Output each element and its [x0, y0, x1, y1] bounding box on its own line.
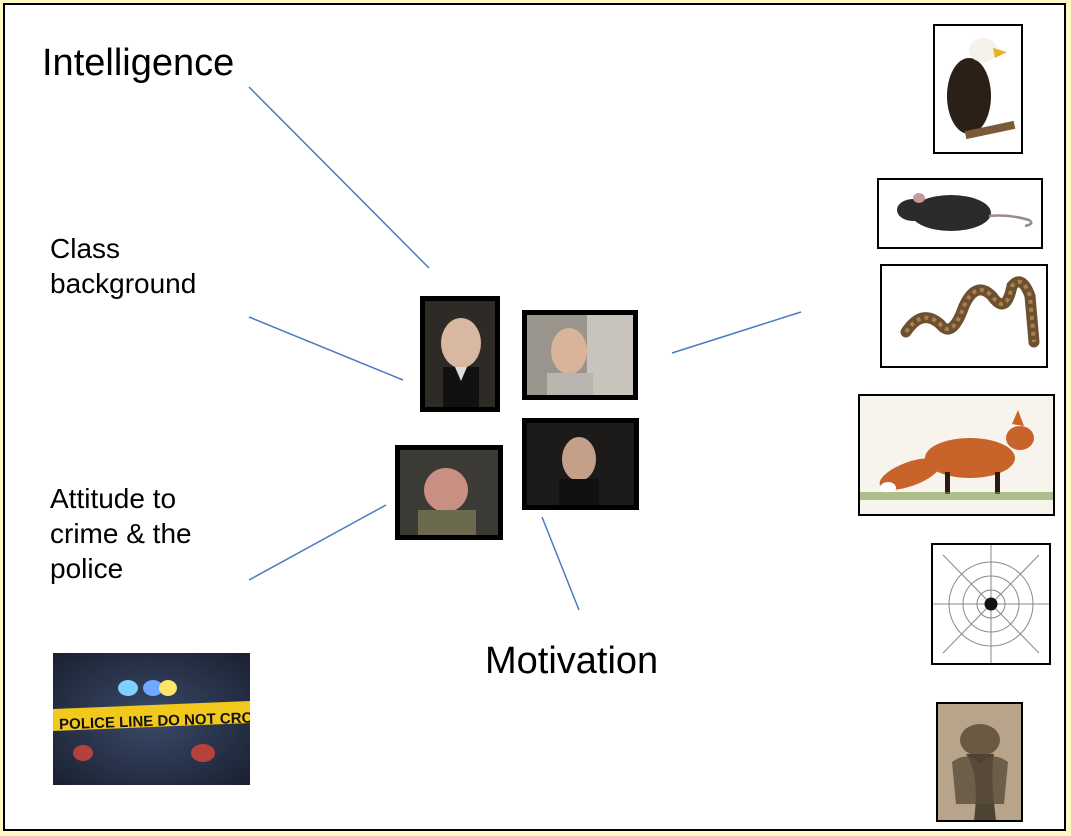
portrait-4	[522, 418, 639, 510]
label-attitude: Attitude to crime & the police	[50, 483, 192, 584]
line-class-background	[248, 316, 404, 381]
line-intelligence	[248, 86, 430, 269]
portrait-1	[420, 296, 500, 412]
portrait-3	[395, 445, 503, 540]
label-intelligence: Intelligence	[42, 42, 235, 84]
line-motivation	[541, 516, 580, 611]
connector-lines	[248, 86, 802, 611]
line-animals	[671, 311, 802, 354]
slide-canvas: Intelligence Class background Attitude t…	[3, 3, 1066, 831]
eagle-image	[933, 24, 1023, 154]
label-motivation: Motivation	[485, 640, 659, 682]
line-attitude	[248, 504, 387, 581]
spider-web-image	[931, 543, 1051, 665]
portrait-2	[522, 310, 638, 400]
fox-image	[858, 394, 1055, 516]
police-tape-image: POLICE LINE DO NOT CROSS	[53, 653, 250, 785]
rat-image	[877, 178, 1043, 249]
snake-image	[880, 264, 1048, 368]
cobra-image	[936, 702, 1023, 822]
label-class-background: Class background	[50, 233, 197, 299]
